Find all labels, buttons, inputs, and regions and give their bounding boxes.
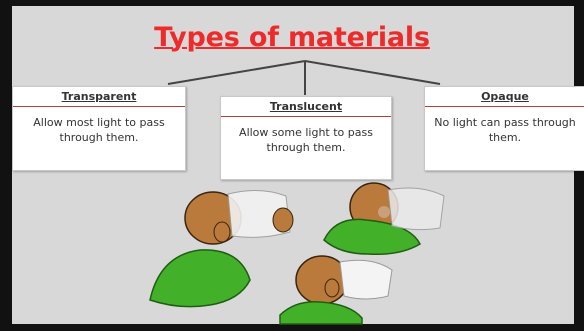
boy-translucent-illustration (324, 183, 444, 254)
boy-opaque-illustration (280, 256, 392, 324)
boy-transparent-illustration (150, 190, 293, 306)
